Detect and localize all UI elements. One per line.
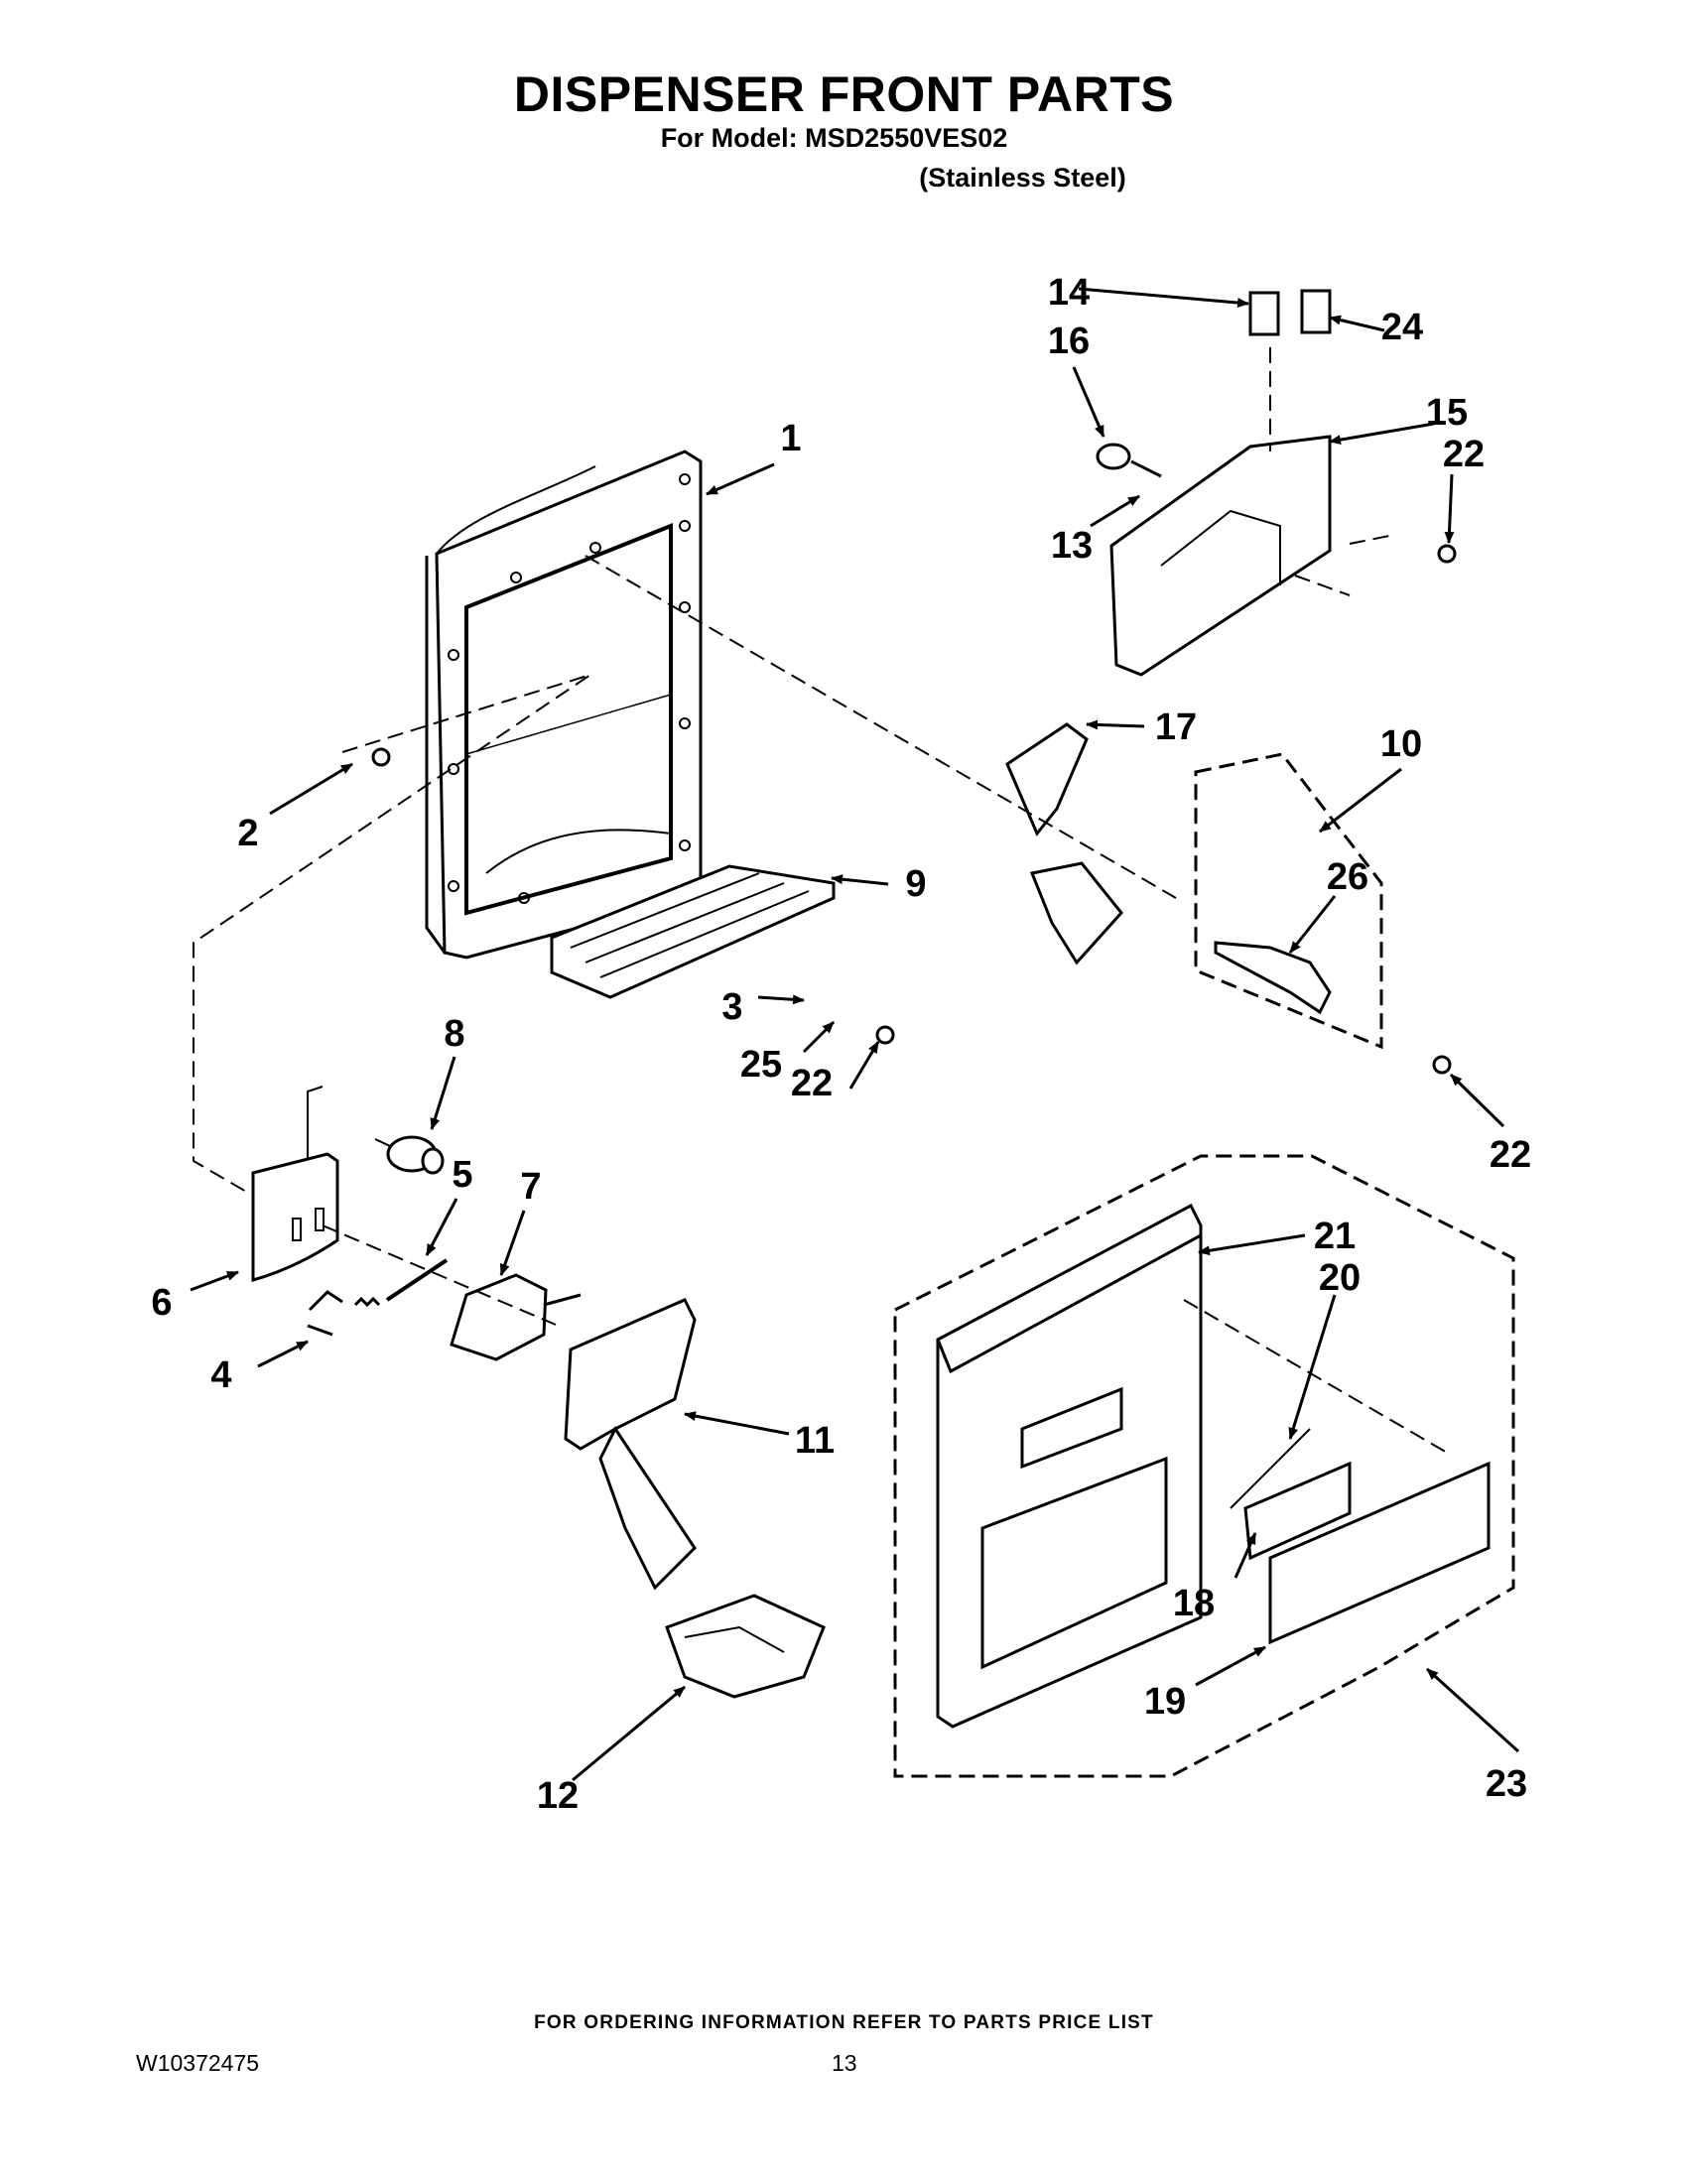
callout-10: 10 [1380,723,1422,765]
control-module-drawing [251,1086,339,1282]
page-number: 13 [832,2050,857,2076]
callout-7: 7 [520,1166,541,1208]
callout-3: 3 [721,986,742,1028]
callout-12: 12 [537,1775,579,1817]
callout-14: 14 [1048,272,1090,314]
finish-line: (Stainless Steel) [919,163,1126,193]
front-panel-drawing [936,1203,1491,1729]
alignment-lines [193,347,1450,1455]
callout-20: 20 [1319,1257,1361,1299]
lever-drawing [1214,941,1332,1015]
chute-door-drawing [665,1594,826,1699]
callout-22-middle: 22 [791,1063,833,1104]
callout-15: 15 [1426,392,1468,434]
bracket-assembly-drawing [1096,289,1332,677]
ordering-note: FOR ORDERING INFORMATION REFER TO PARTS … [534,2012,1154,2033]
callout-9: 9 [905,863,926,905]
document-number: W10372475 [136,2050,260,2076]
callout-4: 4 [210,1354,231,1396]
callout-17: 17 [1155,707,1197,748]
model-line: For Model: MSD2550VES02 [660,123,1008,153]
page-title: DISPENSER FRONT PARTS [513,66,1175,122]
callout-2: 2 [237,813,258,854]
ice-paddle-drawing [564,1298,697,1591]
callout-26: 26 [1327,856,1368,898]
callout-8: 8 [444,1013,464,1055]
callout-21: 21 [1314,1216,1356,1257]
lever-kit-box [1194,752,1383,1050]
dispenser-housing-drawing [425,450,703,960]
callout-11: 11 [795,1420,835,1462]
solenoid-drawing [374,1135,445,1175]
callout-13: 13 [1051,525,1093,567]
spring-and-rod-drawing [307,1258,449,1337]
callout-24: 24 [1381,307,1423,348]
callout-25: 25 [740,1044,782,1086]
actuator-drawing [450,1273,582,1361]
callout-1: 1 [780,418,801,459]
callout-6: 6 [151,1282,172,1324]
callout-22-right: 22 [1490,1134,1531,1176]
callout-16: 16 [1048,321,1090,362]
screw-drawings [371,544,1457,1075]
callout-22-top: 22 [1443,434,1485,475]
callout-5: 5 [452,1154,472,1196]
front-panel-box [893,1154,1515,1778]
water-paddle-drawing [1005,722,1123,965]
callout-19: 19 [1144,1681,1186,1723]
callout-23: 23 [1486,1763,1527,1805]
leader-arrows [190,287,1520,1782]
callout-18: 18 [1173,1583,1215,1624]
drip-tray-drawing [550,864,836,999]
